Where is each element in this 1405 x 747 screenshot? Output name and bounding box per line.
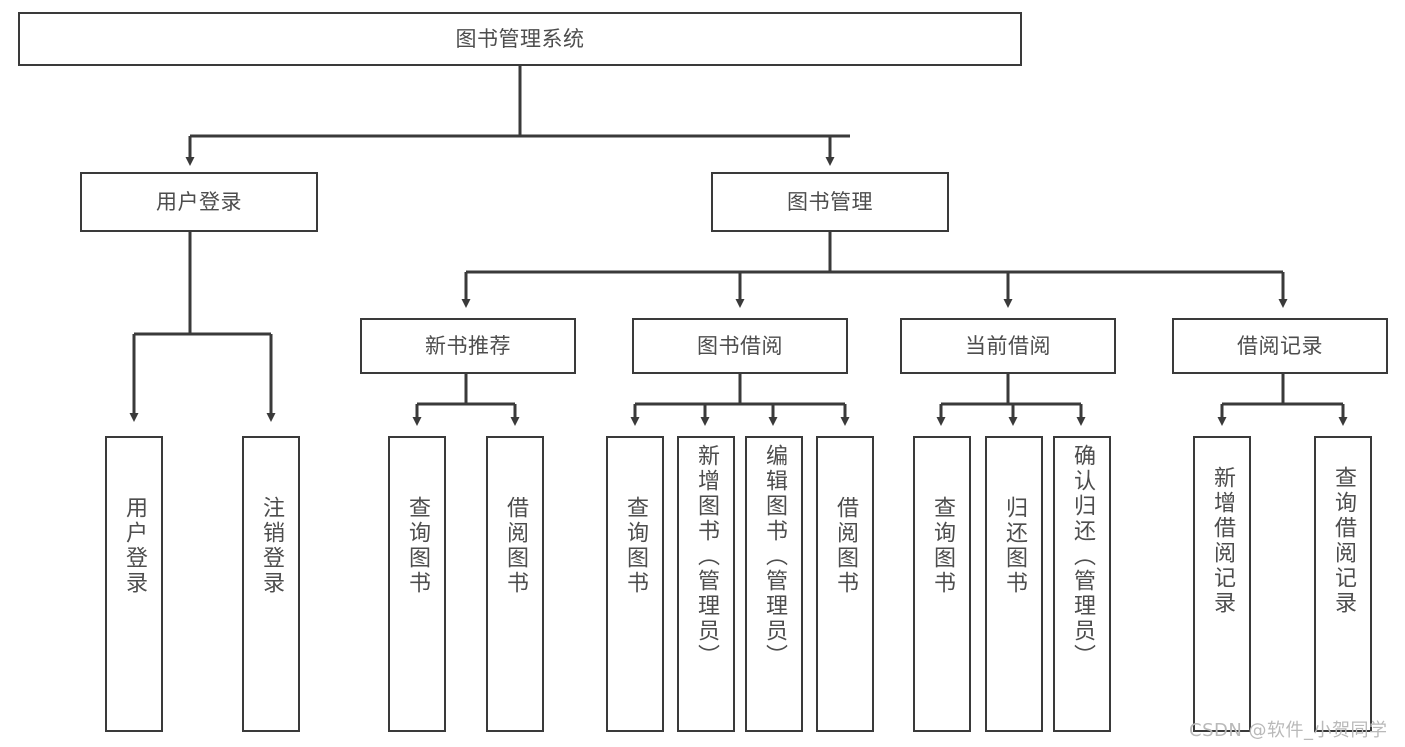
node-label: 查询图书 [404, 496, 430, 596]
leaf-query-books-borrow[interactable]: 查询图书 [606, 436, 664, 732]
leaf-confirm-return-admin[interactable]: 确认归还（管理员） [1053, 436, 1111, 732]
node-label: 新增借阅记录 [1209, 466, 1235, 616]
leaf-edit-book-admin[interactable]: 编辑图书（管理员） [745, 436, 803, 732]
leaf-logout[interactable]: 注销登录 [242, 436, 300, 732]
node-label: 归还图书 [1001, 496, 1027, 596]
node-label: 图书管理 [787, 189, 873, 214]
node-label: 查询图书 [622, 496, 648, 596]
leaf-query-books-current[interactable]: 查询图书 [913, 436, 971, 732]
leaf-user-login[interactable]: 用户登录 [105, 436, 163, 732]
node-book-management[interactable]: 图书管理 [711, 172, 949, 232]
leaf-borrow-books-rec[interactable]: 借阅图书 [486, 436, 544, 732]
node-label: 新增图书（管理员） [693, 444, 719, 669]
leaf-add-book-admin[interactable]: 新增图书（管理员） [677, 436, 735, 732]
node-label: 用户登录 [121, 496, 147, 596]
node-label: 用户登录 [156, 189, 242, 214]
node-label: 借阅图书 [832, 496, 858, 596]
node-label: 借阅记录 [1237, 333, 1323, 358]
node-label: 当前借阅 [965, 333, 1051, 358]
node-new-book-recommendation[interactable]: 新书推荐 [360, 318, 576, 374]
node-root-book-management-system[interactable]: 图书管理系统 [18, 12, 1022, 66]
node-user-login[interactable]: 用户登录 [80, 172, 318, 232]
node-label: 编辑图书（管理员） [761, 444, 787, 669]
node-label: 图书借阅 [697, 333, 783, 358]
leaf-query-books-rec[interactable]: 查询图书 [388, 436, 446, 732]
node-label: 借阅图书 [502, 496, 528, 596]
node-label: 查询借阅记录 [1330, 466, 1356, 616]
node-borrowing-record[interactable]: 借阅记录 [1172, 318, 1388, 374]
leaf-borrow-books[interactable]: 借阅图书 [816, 436, 874, 732]
node-label: 查询图书 [929, 496, 955, 596]
node-book-borrowing[interactable]: 图书借阅 [632, 318, 848, 374]
leaf-add-borrow-record[interactable]: 新增借阅记录 [1193, 436, 1251, 732]
node-label: 新书推荐 [425, 333, 511, 358]
node-label: 确认归还（管理员） [1069, 444, 1095, 669]
leaf-return-books[interactable]: 归还图书 [985, 436, 1043, 732]
node-current-borrowing[interactable]: 当前借阅 [900, 318, 1116, 374]
node-label: 图书管理系统 [455, 26, 585, 51]
node-label: 注销登录 [258, 496, 284, 596]
leaf-query-borrow-record[interactable]: 查询借阅记录 [1314, 436, 1372, 732]
